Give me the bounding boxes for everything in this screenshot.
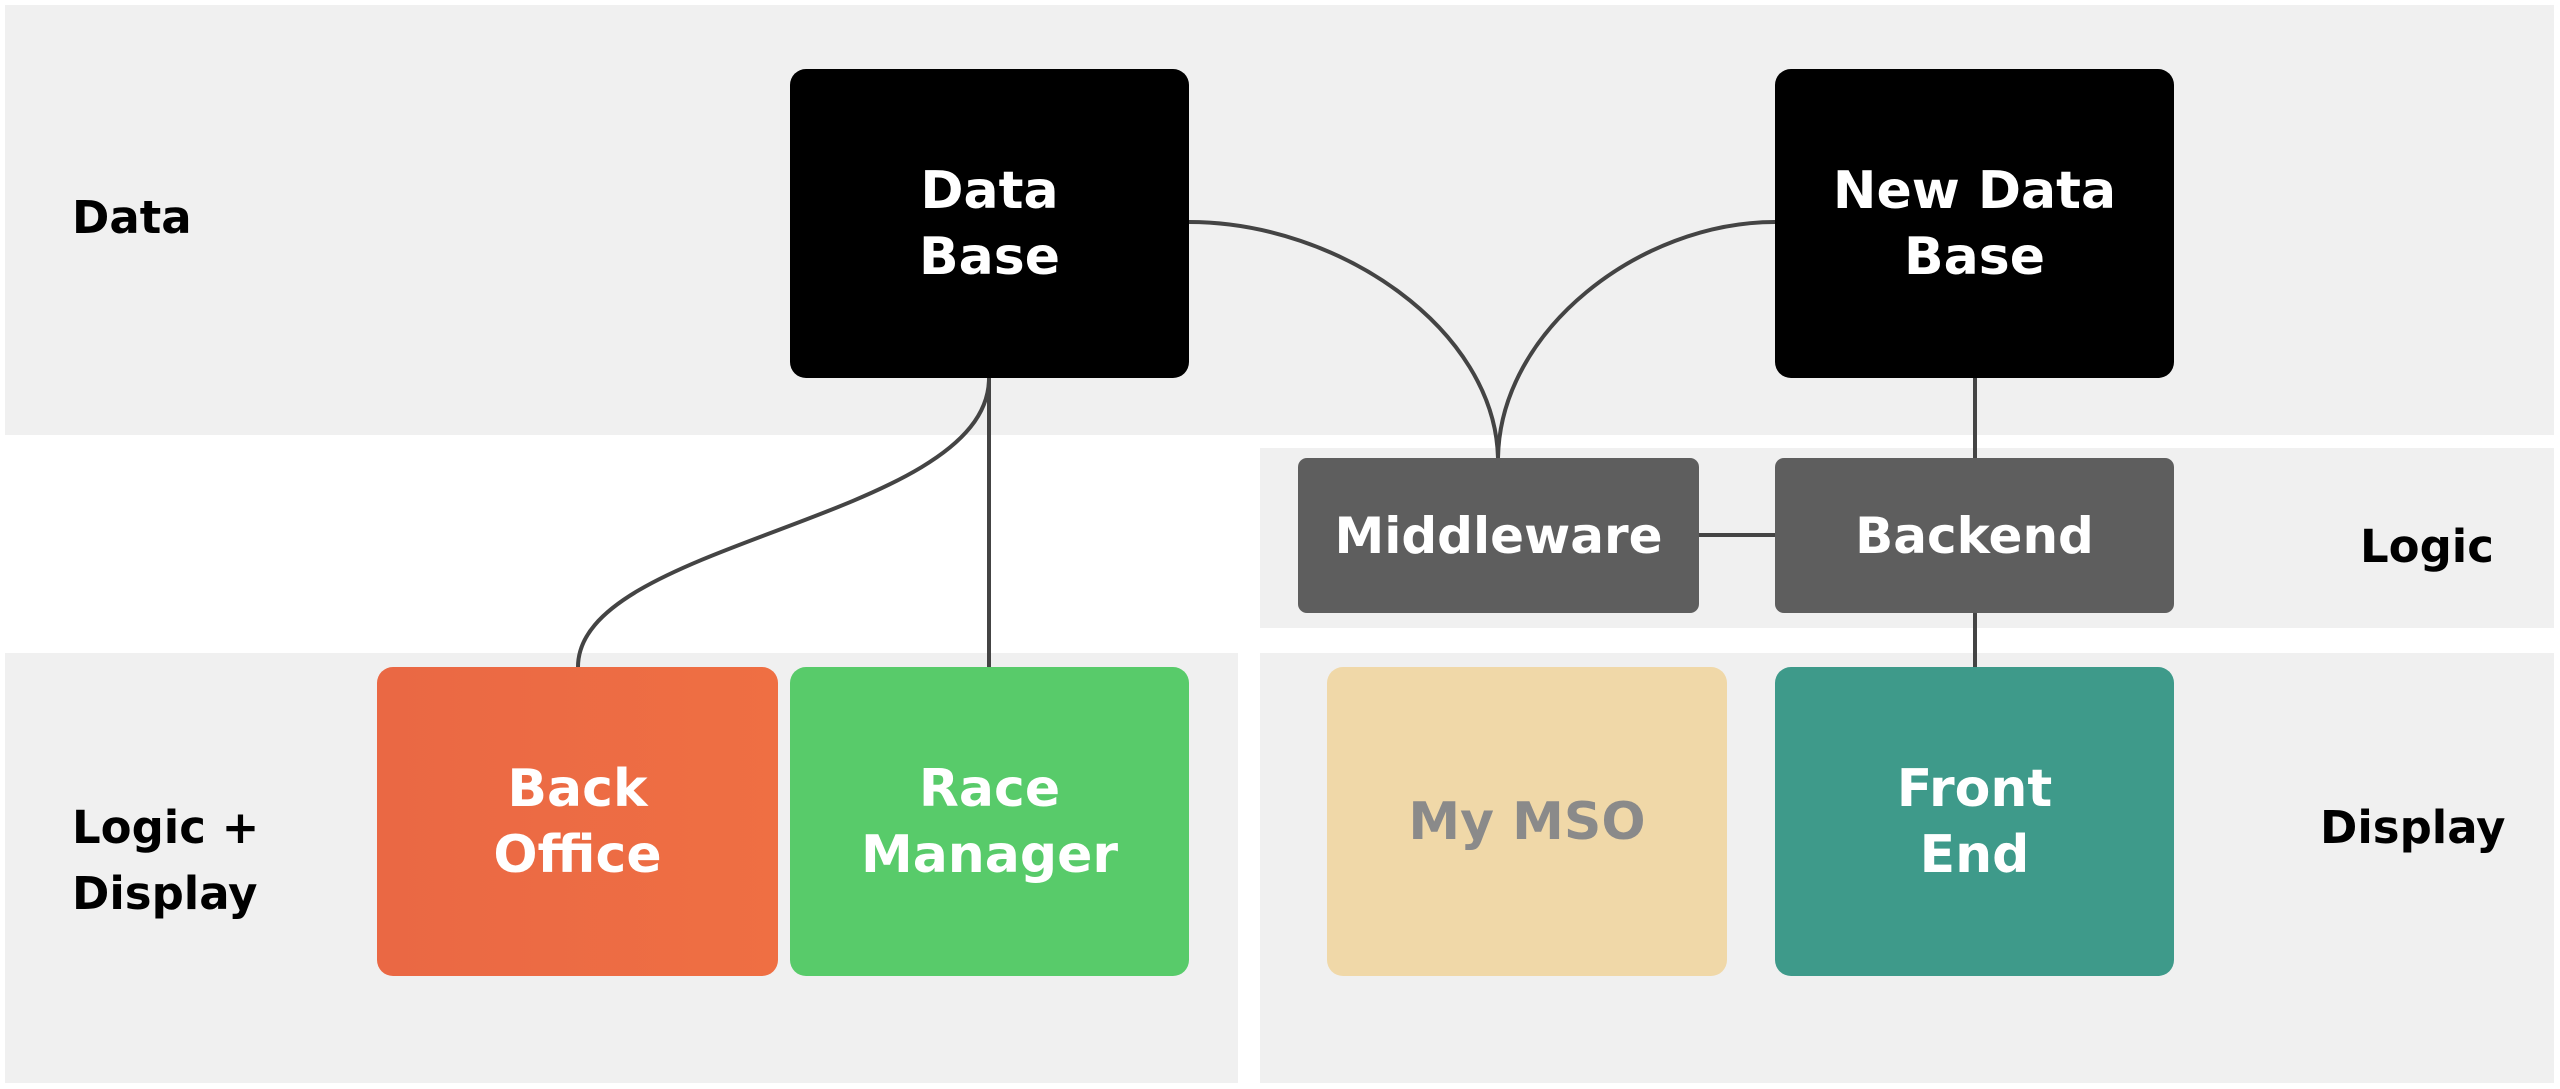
lane-label-data: Data	[72, 191, 192, 244]
node-front-end: Front End	[1775, 667, 2174, 976]
node-my-mso: My MSO	[1327, 667, 1727, 976]
node-backend: Backend	[1775, 458, 2174, 613]
lane-label-display: Display	[2320, 801, 2506, 854]
node-back-office: Back Office	[377, 667, 778, 976]
node-race-manager: Race Manager	[790, 667, 1189, 976]
node-database: Data Base	[790, 69, 1189, 378]
lane-label-logic-display: Logic + Display	[72, 801, 260, 920]
node-new-database: New Data Base	[1775, 69, 2174, 378]
connector-database-middleware	[1188, 220, 1500, 459]
lane-label-logic: Logic	[2360, 520, 2494, 573]
connector-newdatabase-middleware	[1496, 220, 1776, 459]
connector-database-backoffice	[576, 377, 991, 668]
node-middleware: Middleware	[1298, 458, 1699, 613]
